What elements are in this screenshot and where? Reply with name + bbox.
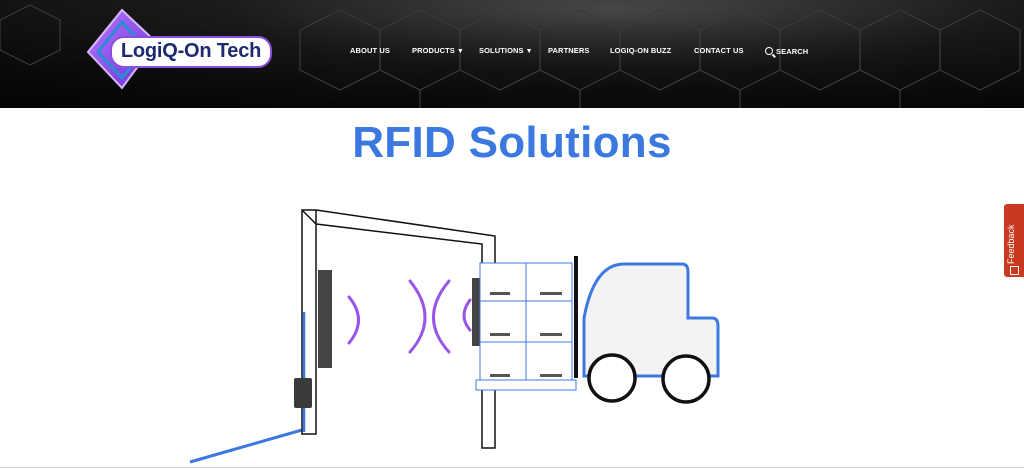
nav-contact-label: CONTACT US bbox=[694, 46, 744, 55]
nav-solutions[interactable]: SOLUTIONS▼ bbox=[479, 46, 533, 55]
nav-search-label: SEARCH bbox=[776, 47, 809, 56]
nav-products-label: PRODUCTS bbox=[412, 46, 455, 55]
hexagon-background bbox=[0, 4, 1021, 108]
page-title: RFID Solutions bbox=[352, 118, 672, 167]
feedback-tab[interactable]: Feedback bbox=[1004, 204, 1024, 277]
nav-about-us-label: ABOUT US bbox=[350, 46, 390, 55]
forklift-mast bbox=[574, 256, 578, 378]
feedback-label: Feedback bbox=[1006, 224, 1016, 264]
nav-about-us[interactable]: ABOUT US bbox=[350, 46, 390, 55]
nav-buzz-label: LOGIQ-ON BUZZ bbox=[610, 46, 672, 55]
rfid-antenna-right bbox=[472, 278, 482, 346]
caret-down-icon: ▼ bbox=[456, 48, 464, 55]
floor-line bbox=[189, 428, 303, 464]
brand-name[interactable]: LogiQ-On Tech bbox=[110, 36, 272, 68]
search-icon bbox=[765, 47, 773, 55]
nav-partners[interactable]: PARTNERS bbox=[548, 46, 590, 55]
rfid-antenna-left bbox=[318, 270, 332, 368]
pallet-boxes bbox=[475, 262, 577, 391]
nav-partners-label: PARTNERS bbox=[548, 46, 590, 55]
forklift-body bbox=[582, 262, 720, 404]
nav-contact-us[interactable]: CONTACT US bbox=[694, 46, 744, 55]
nav-logiq-on-buzz[interactable]: LOGIQ-ON BUZZ bbox=[610, 46, 671, 55]
page-divider bbox=[0, 467, 1024, 468]
rfid-reader-box bbox=[294, 378, 312, 408]
nav-search[interactable]: SEARCH bbox=[765, 46, 808, 56]
caret-down-icon: ▼ bbox=[525, 48, 533, 55]
nav-solutions-label: SOLUTIONS bbox=[479, 46, 524, 55]
box-labels bbox=[490, 292, 562, 377]
site-header: LogiQ-On Tech ABOUT US PRODUCTS▼ SOLUTIO… bbox=[0, 0, 1024, 108]
nav-products[interactable]: PRODUCTS▼ bbox=[412, 46, 464, 55]
feedback-icon bbox=[1010, 266, 1019, 275]
rfid-signal-waves bbox=[347, 279, 472, 354]
